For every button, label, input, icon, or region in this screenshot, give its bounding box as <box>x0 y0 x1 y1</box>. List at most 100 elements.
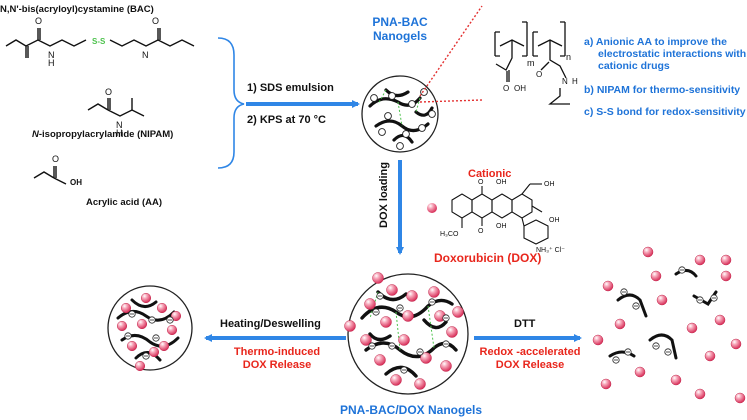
dox-sphere <box>116 320 128 332</box>
aa-label: Acrylic acid (AA) <box>86 197 163 208</box>
dox-sphere <box>694 254 706 266</box>
nipam-label: N-isopropylacrylamide (NIPAM) <box>32 129 174 141</box>
thermo-release-label: Thermo-induced DOX Release <box>232 346 322 371</box>
dox-oh-bottom-label: OH <box>496 223 507 230</box>
dox-sphere <box>414 378 426 390</box>
dox-sphere <box>166 324 178 336</box>
dox-sphere <box>364 298 376 310</box>
nipam-structure <box>87 98 145 117</box>
dox-sphere <box>402 310 414 322</box>
dox-sphere <box>720 254 732 266</box>
dox-sphere <box>420 352 432 364</box>
dox-sphere <box>600 378 612 390</box>
polymer-n-subscript: n <box>566 52 571 62</box>
bac-o-label: O <box>35 16 42 26</box>
zoom-line-upper <box>419 5 483 97</box>
dox-sphere <box>446 326 458 338</box>
dox-sphere <box>650 270 662 282</box>
feature-a-line3: cationic drugs <box>598 60 670 73</box>
redox-release-label: Redox -accelerated DOX Release <box>474 346 586 371</box>
dox-sphere <box>592 334 604 346</box>
dox-sphere <box>126 340 138 352</box>
polymer-amide-o-label: O <box>536 70 542 79</box>
polymer-h-label: H <box>572 77 578 86</box>
nanogel-top <box>361 75 439 153</box>
dox-sphere <box>602 280 614 292</box>
dox-sphere <box>134 360 146 372</box>
cationic-label: Cationic <box>468 168 512 180</box>
dox-loading-label: DOX loading <box>378 162 390 228</box>
dox-sphere <box>140 292 152 304</box>
dox-sphere <box>136 318 148 330</box>
dox-sphere <box>120 302 132 314</box>
dox-sphere <box>670 374 682 386</box>
dox-sphere <box>642 246 654 258</box>
dox-sphere <box>386 284 398 296</box>
redox-release-line1: Redox -accelerated <box>479 346 581 358</box>
dox-amine-label: NH₃⁺ Cl⁻ <box>536 246 565 254</box>
feature-c: c) S-S bond for redox-sensitivity <box>584 106 746 118</box>
dox-sphere <box>344 320 356 332</box>
feature-a-line1: a) Anionic AA to improve the <box>584 36 727 48</box>
dox-oh-side-label: OH <box>544 181 555 188</box>
dox-name-label: Doxorubicin (DOX) <box>434 251 542 265</box>
aa-oh-label: OH <box>70 178 82 187</box>
dox-sphere <box>614 318 626 330</box>
dox-oh-top-label: OH <box>496 179 507 186</box>
polymer-structure <box>494 21 570 105</box>
dox-oh-sugar-label: OH <box>549 217 560 224</box>
synthesis-step-2: 2) KPS at 70 °C <box>247 114 326 126</box>
dox-sphere <box>694 388 706 400</box>
bac-n-label: N <box>48 50 55 60</box>
dox-sphere <box>440 360 452 372</box>
dox-structure <box>451 183 549 245</box>
heating-label: Heating/Deswelling <box>220 318 321 330</box>
nipam-h-label: H <box>116 128 123 138</box>
dox-sphere <box>452 306 464 318</box>
polymer-oh-label: OH <box>514 84 526 93</box>
reagent-bracket <box>217 37 245 169</box>
polymer-n-label: N <box>562 77 568 86</box>
feature-a-line2: electrostatic interactions with <box>598 48 747 61</box>
dox-sphere <box>374 354 386 366</box>
nanogel-deswelled <box>107 285 193 372</box>
nipam-label-rest: -isopropylacrylamide (NIPAM) <box>38 129 174 140</box>
dox-sphere <box>406 290 418 302</box>
synthesis-step-1: 1) SDS emulsion <box>247 82 334 94</box>
dox-sphere <box>380 316 392 328</box>
bac-n2-label: N <box>142 50 149 60</box>
bac-structure <box>5 28 195 58</box>
dox-sphere <box>390 374 402 386</box>
dox-sphere <box>360 334 372 346</box>
bac-o2-label: O <box>152 16 159 26</box>
dox-sphere <box>170 310 182 322</box>
bac-label: N,N'-bis(acryloyl)cystamine (BAC) <box>0 4 154 15</box>
nanogel-title-line2: Nanogels <box>372 28 427 43</box>
feature-a: a) Anionic AA to improve the electrostat… <box>584 36 746 72</box>
dox-sphere <box>720 270 732 282</box>
polymer-o-label: O <box>503 84 509 93</box>
dox-methoxy-label: H₃CO <box>440 231 459 238</box>
nanogel-title-line1: PNA-BAC <box>372 15 428 29</box>
dox-o-top-label: O <box>478 179 484 186</box>
dox-sphere <box>148 346 160 358</box>
released-fragments <box>592 246 746 404</box>
dtt-label: DTT <box>514 318 536 330</box>
dox-molecule-sphere <box>427 203 437 213</box>
nipam-o-label: O <box>105 87 112 97</box>
dox-sphere <box>398 334 410 346</box>
feature-b: b) NIPAM for thermo-sensitivity <box>584 84 741 96</box>
dox-sphere <box>686 322 698 334</box>
aa-o-label: O <box>52 154 59 164</box>
dox-sphere <box>158 340 170 352</box>
loaded-nanogel-title: PNA-BAC/DOX Nanogels <box>340 403 483 417</box>
nanogel-title: PNA-BAC Nanogels <box>372 15 428 44</box>
aa-structure <box>33 166 67 185</box>
dox-sphere <box>156 302 168 314</box>
bac-ss-label: S-S <box>92 37 106 46</box>
nanogel-loaded <box>344 272 469 395</box>
dox-sphere <box>704 350 716 362</box>
dox-sphere <box>714 314 726 326</box>
